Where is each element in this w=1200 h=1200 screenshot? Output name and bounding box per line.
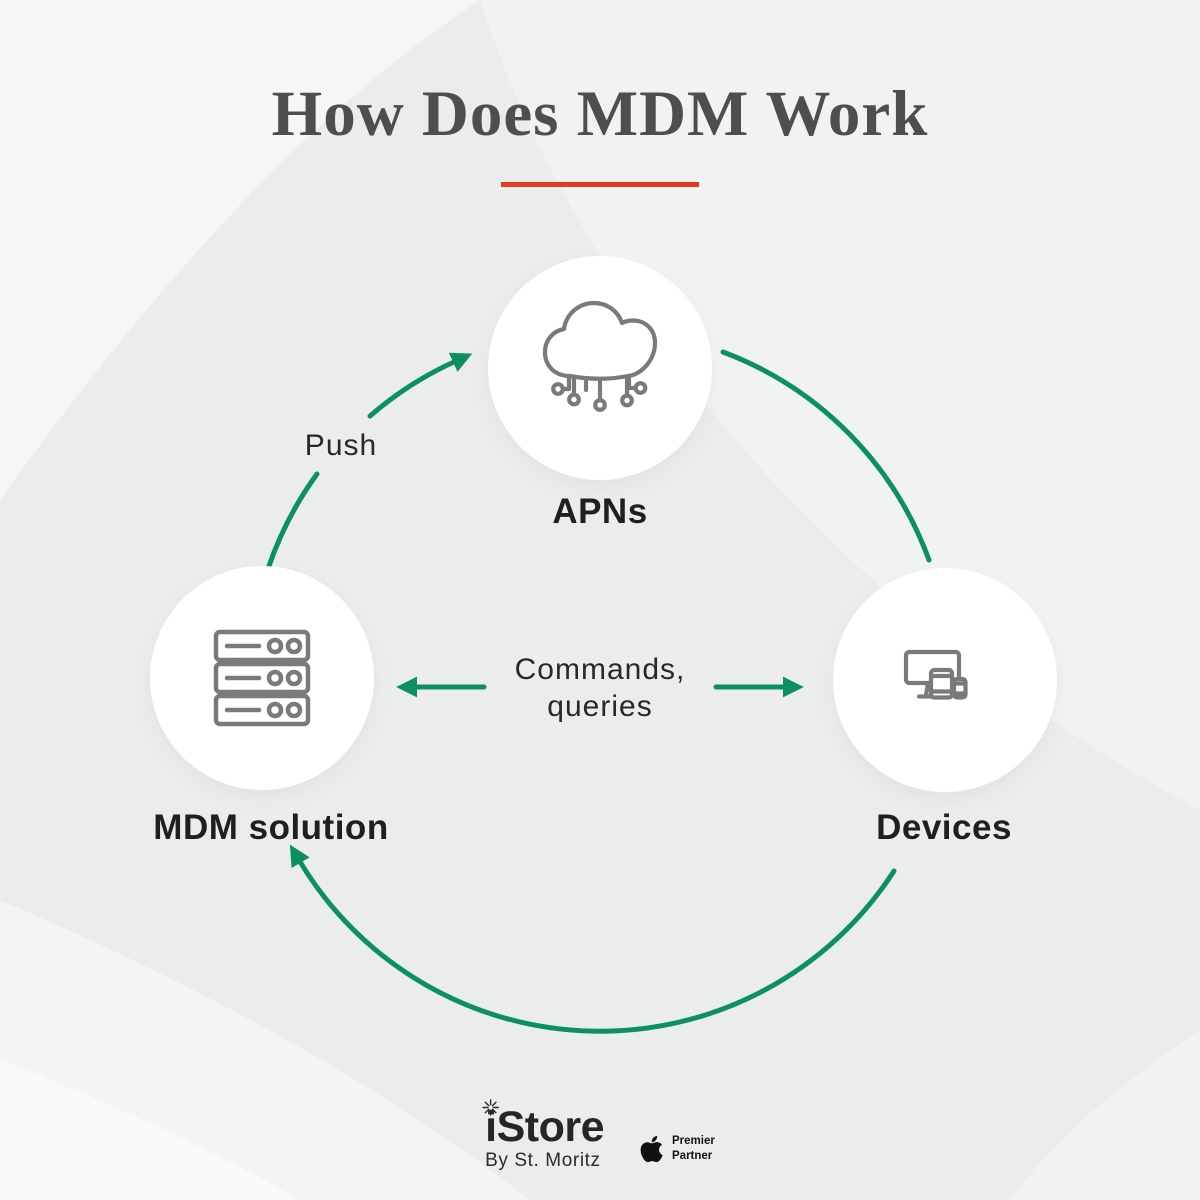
arc-apns-to-devices <box>720 349 932 563</box>
page-title: How Does MDM Work <box>271 78 929 150</box>
premier-partner-text: Premier Partner <box>672 1134 715 1164</box>
premier-partner-line-2: Partner <box>672 1150 713 1162</box>
server-rack-icon <box>213 629 311 727</box>
apns-label: APNs <box>552 492 648 531</box>
node-devices <box>833 568 1057 792</box>
push-edge-label: Push <box>304 429 378 462</box>
multi-devices-icon <box>903 649 968 700</box>
footer-logo-lockup: iStore By St. Moritz Premier Partner <box>482 1099 715 1172</box>
commands-line-2: queries <box>547 690 653 723</box>
premier-partner-line-1: Premier <box>672 1135 715 1148</box>
istore-logo: iStore By St. Moritz <box>482 1099 605 1172</box>
mdm-solution-label: MDM solution <box>153 808 389 847</box>
istore-wordmark: iStore <box>485 1103 605 1151</box>
title-underline-accent <box>501 182 699 187</box>
istore-tagline: By St. Moritz <box>485 1150 601 1171</box>
starburst-icon <box>482 1099 499 1116</box>
node-apns <box>488 256 712 480</box>
apple-logo-icon <box>640 1135 663 1163</box>
devices-label: Devices <box>876 808 1012 847</box>
arrow-devices-to-mdm <box>289 844 897 1034</box>
cloud-network-icon <box>542 300 658 412</box>
apple-premier-partner-badge: Premier Partner <box>640 1134 715 1164</box>
commands-queries-edge-label: Commands, queries <box>515 651 686 725</box>
arrow-mdm-to-apns-head <box>367 352 473 419</box>
arrow-mdm-to-apns-segment <box>266 471 320 569</box>
commands-line-1: Commands, <box>514 653 686 686</box>
node-mdm-solution <box>150 566 374 790</box>
